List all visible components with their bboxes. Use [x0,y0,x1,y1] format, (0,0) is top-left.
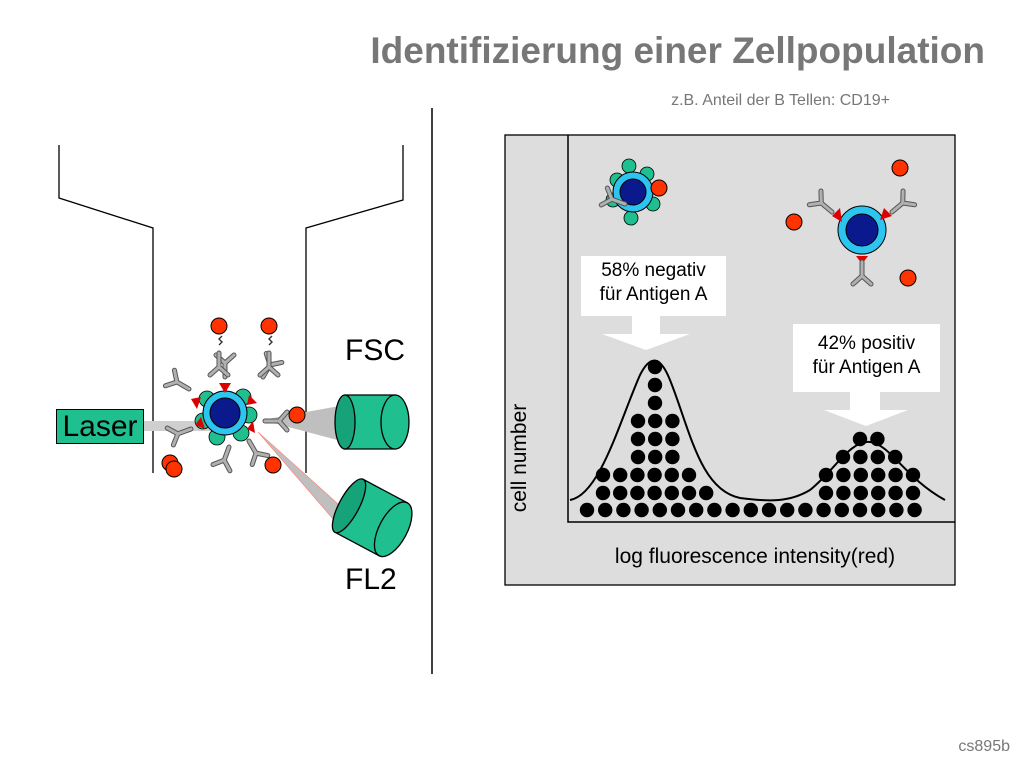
histogram-dot [648,413,663,429]
histogram-dot [798,502,813,518]
histogram-curve [569,359,946,502]
callout-negative-line-1: 58% negativ [601,260,706,281]
callout-positive-line-2: für Antigen A [812,357,921,378]
histogram-dot [681,467,697,483]
laser-beam [144,421,214,431]
histogram-dot [579,502,595,518]
histogram-dots [579,359,922,518]
fl2-detector-icon [331,478,413,558]
histogram-dot [905,485,921,501]
histogram-dot [871,485,886,501]
histogram-dot [905,467,921,483]
page-subtitle: z.B. Anteil der B Tellen: CD19+ [671,92,890,109]
callout-negative: 58% negativ für Antigen A [581,256,726,316]
histogram-dot [871,502,886,518]
histogram-dot [647,485,662,501]
histogram-dot [707,502,722,518]
histogram-dot [853,449,868,465]
footer-code: cs895b [958,738,1010,755]
histogram-dot [818,485,834,501]
histogram-dot [853,485,868,501]
histogram-dot [613,485,628,501]
fluorophore-icon [165,460,183,478]
histogram-dot [647,395,663,411]
unlabeled-cell-icon [601,158,668,226]
histogram-dot [616,502,631,518]
page-title: Identifizierung einer Zellpopulation [370,30,985,71]
histogram-dot [888,467,903,483]
histogram-dot [647,467,662,483]
histogram-dot [852,431,868,447]
histogram-dot [670,502,686,518]
histogram-dot [630,485,645,501]
histogram-dot [595,485,611,501]
histogram-dot [780,502,795,518]
histogram-dot [870,449,885,465]
histogram-dot [836,467,851,483]
callout-positive-line-1: 42% positiv [817,333,916,354]
histogram-dot [630,431,646,447]
histogram-dot [853,467,868,483]
histogram-axes [567,135,955,523]
histogram-dot [818,467,834,483]
fsc-beam [262,405,345,442]
callout-negative-line-2: für Antigen A [599,284,708,305]
fsc-label: FSC [345,334,405,367]
callout-arrow-negative [602,316,690,350]
histogram-dot [888,485,903,501]
histogram-dot [664,467,679,483]
histogram-dot [681,485,697,501]
histogram-dot [834,502,849,518]
histogram-dot [598,502,613,518]
fsc-detector-icon [334,394,410,450]
positive-cell-icon [785,159,916,287]
laser-source: Laser [56,409,144,444]
histogram-dot [689,502,704,518]
histogram-dot [743,502,758,518]
histogram-dot [647,359,663,375]
histogram-dot [665,449,680,465]
histogram-dot [630,467,645,483]
histogram-dot [907,502,922,518]
histogram-dot [647,377,663,393]
y-axis-label: cell number [508,403,531,513]
callout-positive: 42% positiv für Antigen A [793,324,940,392]
histogram-dot [630,449,646,465]
histogram-dot [871,467,886,483]
histogram-dot [870,431,885,447]
histogram-dot [852,502,868,518]
histogram-dot [634,502,649,518]
histogram-dot [835,449,851,465]
histogram-dot [665,413,680,429]
histogram-dot [664,485,679,501]
flow-cell-right-wall [305,145,404,473]
histogram-dot [888,449,903,465]
histogram-dot [816,502,831,518]
histogram-dot [665,431,680,447]
histogram-dot [699,485,714,501]
histogram-dot [648,431,663,447]
histogram-dot [613,467,628,483]
callout-arrow-positive [824,392,908,426]
histogram-dot [725,502,740,518]
histogram-dot [652,502,667,518]
histogram-dot [648,449,663,465]
histogram-dot [889,502,904,518]
histogram-dot [595,467,611,483]
labeled-cell-icon [161,318,306,474]
flow-cell-left-wall [58,145,154,473]
histogram-dot [630,413,646,429]
fl2-label: FL2 [345,563,397,596]
x-axis-label: log fluorescence intensity(red) [614,545,896,568]
histogram-dot [761,502,777,518]
histogram-dot [836,485,851,501]
